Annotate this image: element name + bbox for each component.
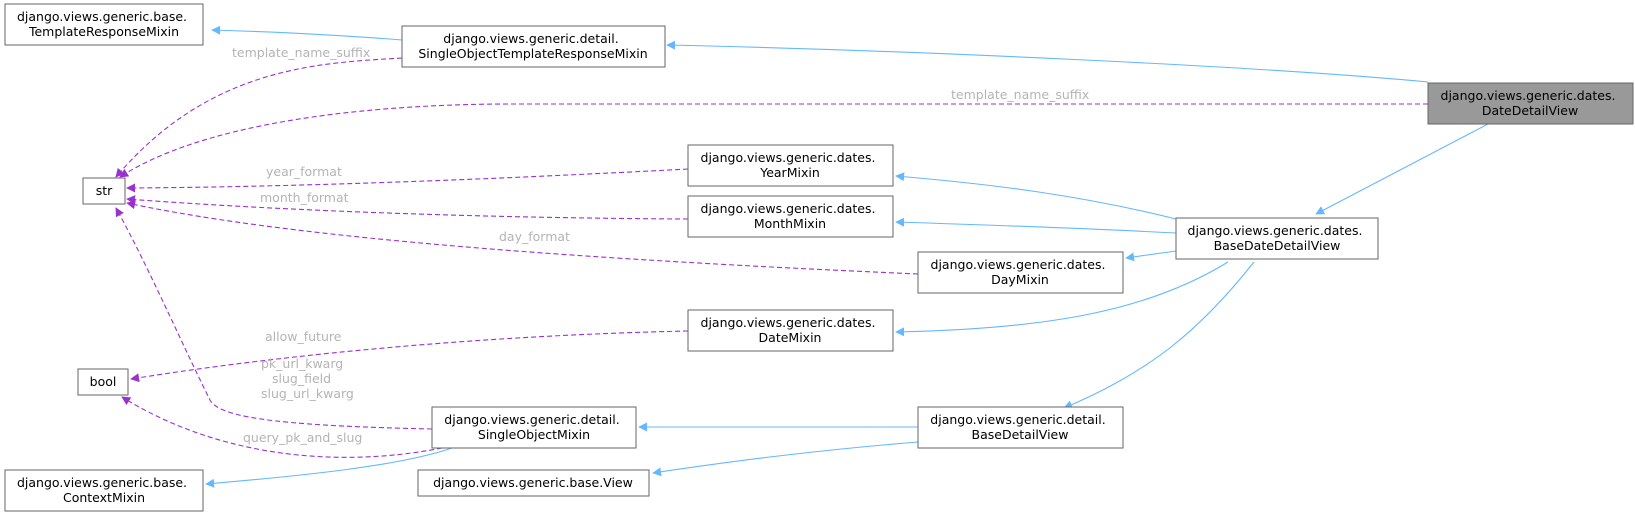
edge-label-month-format: month_format xyxy=(260,190,349,205)
svg-text:django.views.generic.detail.: django.views.generic.detail. SingleObjec… xyxy=(418,31,647,61)
svg-text:django.views.generic.base.: django.views.generic.base. ContextMixin xyxy=(17,475,191,505)
edge-singleobjectmixin-to-bool xyxy=(121,396,443,458)
edge-label-day-format: day_format xyxy=(499,229,570,244)
edge-basedatedetailview-to-datemixin xyxy=(895,261,1229,337)
edge-singleobjectmixin-to-contextmixin xyxy=(205,447,453,488)
node-year-mixin[interactable]: django.views.generic.dates. YearMixin xyxy=(687,144,894,187)
node-date-detail-view[interactable]: django.views.generic.dates. DateDetailVi… xyxy=(1427,82,1634,125)
edge-datedetailview-to-basedatedetailview xyxy=(1315,123,1489,215)
node-context-mixin[interactable]: django.views.generic.base. ContextMixin xyxy=(4,469,204,512)
usage-edges xyxy=(115,57,1428,458)
nodes: django.views.generic.dates. DateDetailVi… xyxy=(4,3,1634,512)
edge-datedetailview-to-singleobjecttemplateresponsemixin xyxy=(666,40,1429,83)
edge-label-template-name-suffix-main: template_name_suffix xyxy=(951,87,1089,102)
edge-singleobjecttemplateresponsemixin-to-templateresponsemixin xyxy=(211,25,403,41)
edge-basedatedetailview-to-daymixin xyxy=(1125,250,1177,262)
edge-yearmixin-to-str xyxy=(126,168,689,193)
inheritance-edges xyxy=(205,25,1489,488)
node-date-mixin[interactable]: django.views.generic.dates. DateMixin xyxy=(687,309,894,352)
edge-basedatedetailview-to-monthmixin xyxy=(895,217,1177,234)
edge-basedatedetailview-to-basedetailview xyxy=(1063,261,1255,410)
edge-basedetailview-to-view xyxy=(652,441,919,477)
edge-labels: template_name_suffix template_name_suffi… xyxy=(232,45,1089,445)
edge-basedatedetailview-to-yearmixin xyxy=(895,172,1177,220)
node-single-object-mixin[interactable]: django.views.generic.detail. SingleObjec… xyxy=(431,406,637,449)
edge-label-year-format: year_format xyxy=(266,164,342,179)
node-base-detail-view[interactable]: django.views.generic.detail. BaseDetailV… xyxy=(917,406,1124,449)
svg-text:str: str xyxy=(96,183,113,198)
svg-text:django.views.generic.dates.: django.views.generic.dates. DateMixin xyxy=(701,315,880,345)
edge-datemixin-to-bool xyxy=(130,330,689,383)
edge-datedetailview-to-str-template-name-suffix xyxy=(119,103,1428,178)
node-month-mixin[interactable]: django.views.generic.dates. MonthMixin xyxy=(687,195,894,238)
svg-text:django.views.generic.dates.: django.views.generic.dates. DayMixin xyxy=(931,257,1110,287)
edge-daymixin-to-str xyxy=(126,200,919,275)
svg-text:django.views.generic.dates.: django.views.generic.dates. YearMixin xyxy=(701,150,880,180)
svg-text:django.views.generic.base.: django.views.generic.base. TemplateRespo… xyxy=(17,9,191,39)
edge-label-query-pk-and-slug: query_pk_and_slug xyxy=(243,430,362,445)
edge-label-template-name-suffix-top: template_name_suffix xyxy=(232,45,370,60)
node-bool[interactable]: bool xyxy=(77,368,129,396)
node-single-object-template-response-mixin[interactable]: django.views.generic.detail. SingleObjec… xyxy=(401,25,666,68)
node-day-mixin[interactable]: django.views.generic.dates. DayMixin xyxy=(917,251,1124,294)
node-str[interactable]: str xyxy=(82,177,126,205)
svg-text:django.views.generic.dates.: django.views.generic.dates. DateDetailVi… xyxy=(1441,88,1620,118)
svg-text:django.views.generic.detail.: django.views.generic.detail. BaseDetailV… xyxy=(930,412,1109,442)
edge-label-allow-future: allow_future xyxy=(265,329,342,344)
node-base-date-detail-view[interactable]: django.views.generic.dates. BaseDateDeta… xyxy=(1175,217,1379,260)
edge-monthmixin-to-str xyxy=(126,195,689,220)
node-template-response-mixin[interactable]: django.views.generic.base. TemplateRespo… xyxy=(4,3,204,46)
edge-singleobjectmixin-to-str xyxy=(115,207,433,430)
svg-text:django.views.generic.base.View: django.views.generic.base.View xyxy=(433,475,633,490)
svg-text:django.views.generic.dates.: django.views.generic.dates. BaseDateDeta… xyxy=(1188,223,1367,253)
edge-label-pk-slug: pk_url_kwarg slug_field slug_url_kwarg xyxy=(261,356,354,401)
svg-text:django.views.generic.detail.: django.views.generic.detail. SingleObjec… xyxy=(444,412,623,442)
svg-text:django.views.generic.dates.: django.views.generic.dates. MonthMixin xyxy=(701,201,880,231)
edge-singleobjecttemplateresponsemixin-to-str xyxy=(115,57,403,178)
svg-text:bool: bool xyxy=(90,374,117,389)
node-view[interactable]: django.views.generic.base.View xyxy=(417,469,650,497)
